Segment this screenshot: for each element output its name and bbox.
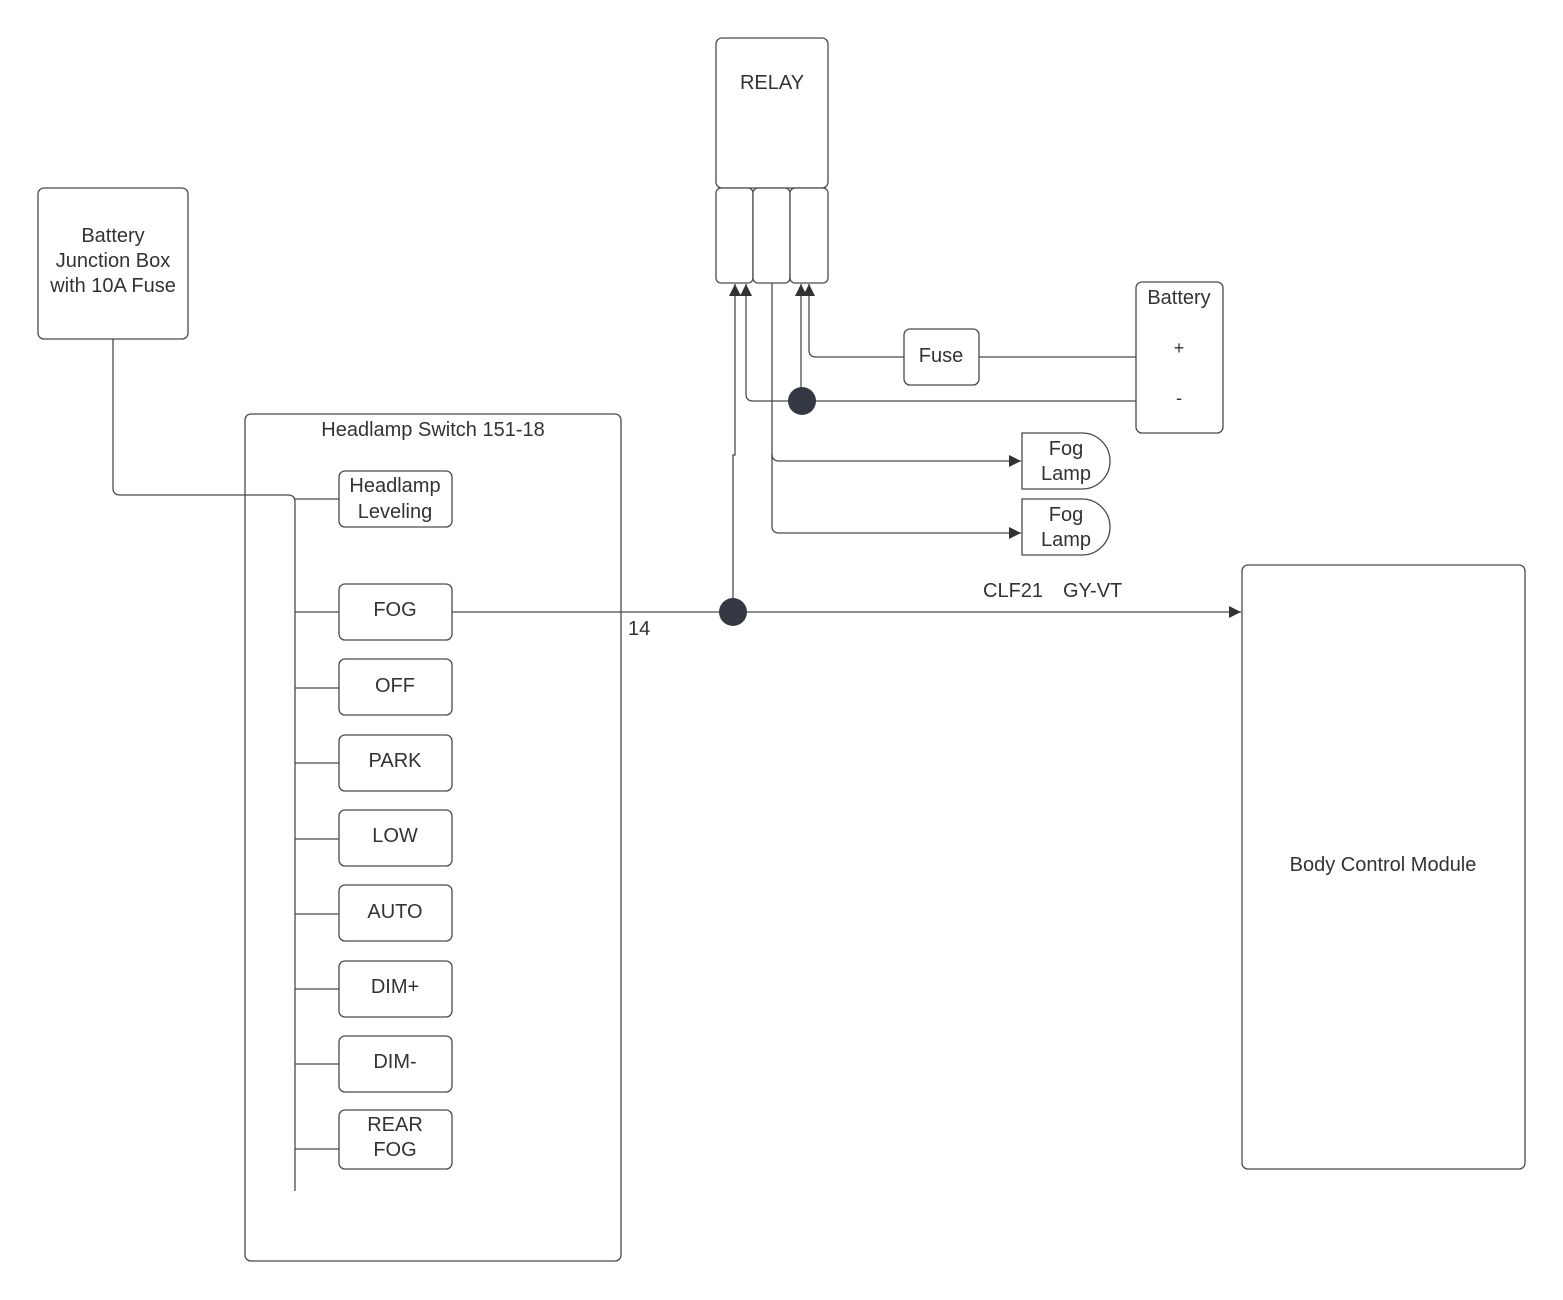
switch-position-headlamp-leveling: Headlamp Leveling — [338, 470, 453, 528]
circuit-id-label: CLF21 — [983, 580, 1043, 602]
fog-lamp-label: Fog — [1049, 504, 1083, 526]
wire-relay-to-fog-lamp-2 — [771, 454, 1021, 539]
switch-position-fog: FOG — [338, 583, 453, 641]
relay: RELAY — [715, 37, 829, 284]
wire-splice-to-relay — [729, 284, 741, 612]
switch-position-dim-minus: DIM- — [338, 1035, 453, 1093]
switch-position-rear-fog: REAR FOG — [338, 1109, 453, 1170]
switch-position-dim-plus: DIM+ — [338, 960, 453, 1018]
switch-position-label: AUTO — [367, 901, 422, 923]
fuse-label: Fuse — [919, 345, 963, 367]
fog-lamp: Fog Lamp — [1021, 432, 1111, 490]
switch-position-auto: AUTO — [338, 884, 453, 942]
switch-position-label: Headlamp — [349, 475, 440, 497]
switch-position-label: DIM- — [373, 1051, 416, 1073]
fog-lamp-label: Fog — [1049, 438, 1083, 460]
pin-number-label: 14 — [628, 618, 650, 640]
headlamp-switch-title: Headlamp Switch 151-18 — [321, 419, 544, 441]
battery-junction-line: Junction Box — [56, 250, 171, 272]
wire-fuse-to-relay — [803, 284, 904, 358]
headlamp-switch: Headlamp Switch 151-18 Headlamp Leveling… — [244, 413, 622, 1262]
wire-junction-to-switch — [112, 339, 296, 1191]
switch-position-off: OFF — [338, 658, 453, 716]
battery-junction-line: with 10A Fuse — [49, 275, 176, 297]
fuse: Fuse — [903, 328, 980, 386]
switch-position-label: REAR — [367, 1114, 423, 1136]
relay-label: RELAY — [740, 72, 804, 94]
switch-position-low: LOW — [338, 809, 453, 867]
fog-lamp-label: Lamp — [1041, 529, 1091, 551]
switch-position-label: FOG — [373, 1139, 416, 1161]
battery-plus-terminal: + — [1174, 338, 1185, 358]
battery-junction-box: Battery Junction Box with 10A Fuse — [37, 187, 189, 340]
wire-color-label: GY-VT — [1063, 580, 1122, 602]
switch-position-label: FOG — [373, 599, 416, 621]
battery-label: Battery — [1147, 287, 1210, 309]
battery-junction-line: Battery — [81, 225, 144, 247]
switch-position-label: OFF — [375, 675, 415, 697]
battery: Battery + - — [1135, 281, 1224, 434]
switch-position-label: PARK — [369, 750, 423, 772]
wire-ground-to-relay — [740, 284, 1136, 402]
switch-position-park: PARK — [338, 734, 453, 792]
relay-terminal — [715, 187, 754, 284]
relay-terminal — [752, 187, 791, 284]
fog-lamp: Fog Lamp — [1021, 498, 1111, 556]
ground-splice-node — [788, 387, 816, 415]
body-control-module: Body Control Module — [1241, 564, 1526, 1170]
fog-lamp-label: Lamp — [1041, 463, 1091, 485]
battery-minus-terminal: - — [1176, 388, 1182, 408]
body-control-module-label: Body Control Module — [1290, 854, 1477, 876]
switch-bus-taps — [295, 498, 339, 1150]
relay-terminal — [789, 187, 829, 284]
switch-position-label: DIM+ — [371, 976, 419, 998]
splice-node — [719, 598, 747, 626]
switch-position-label: Leveling — [358, 501, 433, 523]
switch-position-label: LOW — [372, 825, 418, 847]
